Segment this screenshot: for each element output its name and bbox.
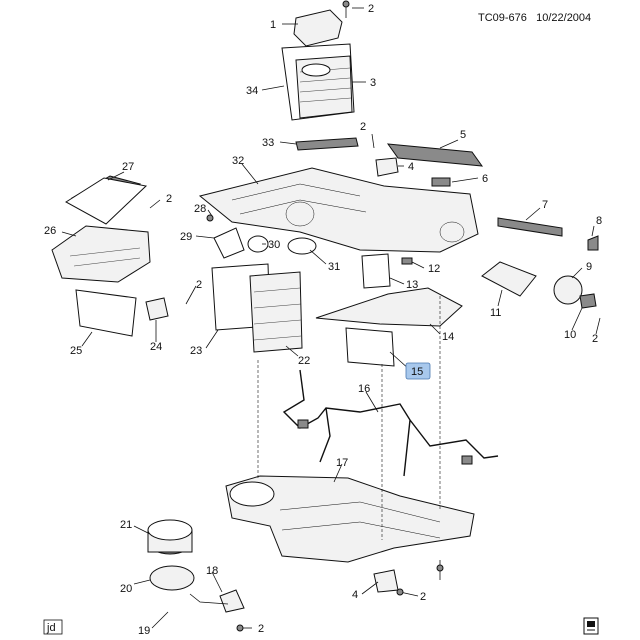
callout-5: 5 — [460, 129, 466, 141]
callout-34: 34 — [246, 85, 258, 97]
callout-1: 1 — [270, 19, 276, 31]
callout-11: 11 — [490, 307, 501, 319]
callout-2: 2 — [592, 333, 598, 345]
callout-2: 2 — [360, 121, 366, 133]
callout-10: 10 — [564, 329, 576, 341]
callout-13: 13 — [406, 279, 418, 291]
part-33-seal — [295, 137, 359, 151]
part-30-ring — [247, 235, 269, 253]
callout-2: 2 — [196, 279, 202, 291]
part-13-door — [361, 253, 391, 289]
document-icon — [583, 617, 599, 635]
diagram-id: TC09-676 10/22/2004 — [478, 12, 591, 24]
part-11-door — [481, 261, 537, 297]
part-32-upper-case — [198, 167, 479, 253]
callout-24: 24 — [150, 341, 162, 353]
part-17-lower-case — [225, 475, 475, 563]
callout-9: 9 — [586, 261, 592, 273]
callout-25: 25 — [70, 345, 82, 357]
part-28-pin — [206, 214, 214, 222]
part-1-cover — [293, 9, 343, 47]
callout-20: 20 — [120, 583, 132, 595]
callout-29: 29 — [180, 231, 192, 243]
callout-4: 4 — [352, 589, 358, 601]
part-16-wiring-harness — [282, 369, 499, 477]
part-9-motor — [553, 275, 583, 305]
part-31-ring — [287, 237, 317, 255]
part-29-gasket — [213, 227, 245, 259]
callout-33: 33 — [262, 137, 274, 149]
part-15-door — [345, 327, 395, 367]
callout-27: 27 — [122, 161, 134, 173]
callout-32: 32 — [232, 155, 244, 167]
callout-3: 3 — [370, 77, 376, 89]
leader-lines — [61, 7, 601, 632]
part-2-screw-a — [342, 0, 350, 18]
part-25-filter-panel — [75, 289, 137, 337]
part-7-seal — [497, 217, 563, 237]
callout-30: 30 — [268, 239, 280, 251]
diagram-code: TC09-676 — [478, 12, 527, 24]
part-18-resistor — [219, 589, 245, 613]
callout-23: 23 — [190, 345, 202, 357]
callout-19: 19 — [138, 625, 150, 637]
callout-labels: 1 2 3 34 5 2 33 4 6 32 27 2 7 8 28 26 29… — [44, 3, 602, 637]
callout-8: 8 — [596, 215, 602, 227]
part-24-actuator — [145, 297, 169, 321]
part-5-seal — [386, 143, 484, 167]
part-6-clip — [431, 177, 451, 187]
callout-4: 4 — [408, 161, 414, 173]
part-4-actuator-a — [375, 157, 399, 177]
part-10-actuator — [579, 293, 597, 309]
diagram-date: 10/22/2004 — [536, 12, 592, 24]
callout-16: 16 — [358, 383, 370, 395]
footer-tag-text: jd — [46, 622, 56, 634]
callout-6: 6 — [482, 173, 488, 185]
part-20-blower-motor — [149, 565, 195, 591]
callout-12: 12 — [428, 263, 440, 275]
callout-17: 17 — [336, 457, 348, 469]
callout-2: 2 — [166, 193, 172, 205]
callout-31: 31 — [328, 261, 340, 273]
callout-21: 21 — [120, 519, 132, 531]
part-26-filter-housing — [51, 225, 151, 283]
callout-28: 28 — [194, 203, 206, 215]
part-22-evaporator — [249, 271, 303, 353]
callout-15: 15 — [411, 366, 423, 378]
callout-26: 26 — [44, 225, 56, 237]
part-8-bracket — [587, 235, 599, 251]
callout-2: 2 — [420, 591, 426, 603]
part-12-clip — [401, 257, 413, 265]
callout-2: 2 — [258, 623, 264, 635]
part-14-duct — [315, 287, 463, 327]
callout-14: 14 — [442, 331, 454, 343]
footer-tag-left: jd — [43, 619, 63, 635]
highlight-box-15 — [405, 362, 431, 380]
callout-22: 22 — [298, 355, 310, 367]
callout-7: 7 — [542, 199, 548, 211]
callout-18: 18 — [206, 565, 218, 577]
callout-2: 2 — [368, 3, 374, 15]
part-4-actuator-b — [373, 569, 399, 593]
